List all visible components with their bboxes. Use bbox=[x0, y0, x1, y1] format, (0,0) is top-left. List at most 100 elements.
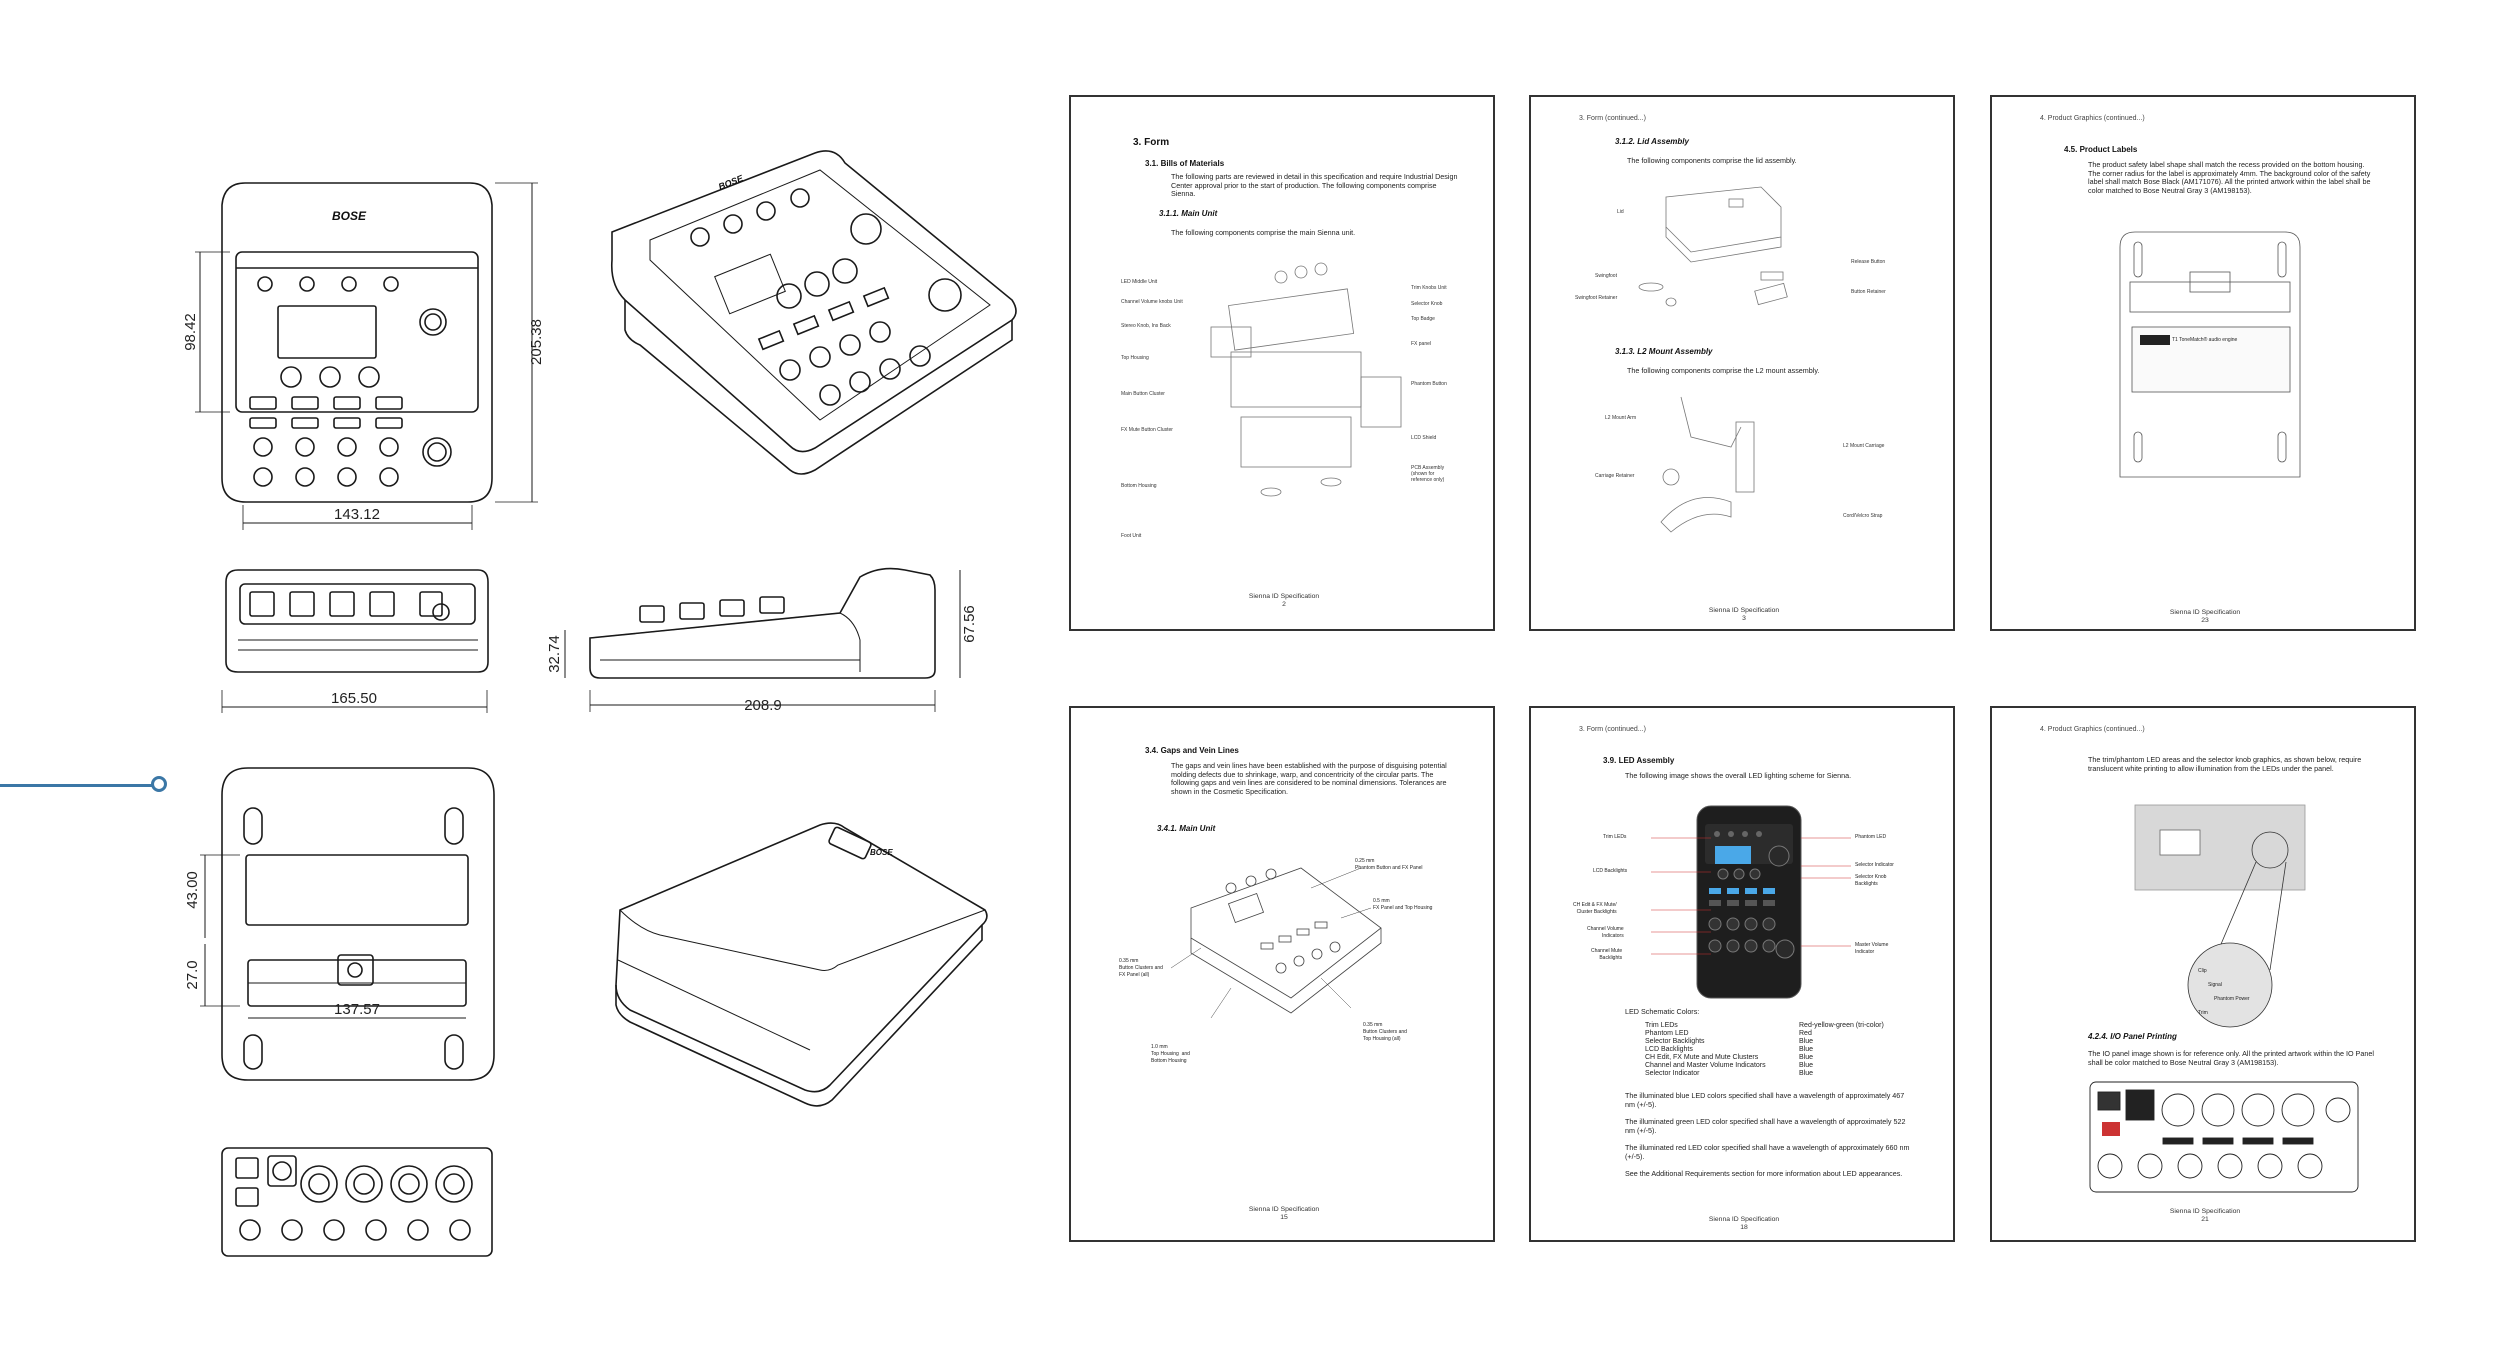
callout: Foot Unit bbox=[1121, 533, 1142, 539]
dim-front-width: 143.12 bbox=[334, 506, 380, 523]
dim-bottom-width: 137.57 bbox=[334, 1001, 380, 1018]
page-number: 2 bbox=[1282, 601, 1286, 608]
page-footer: Sienna ID Specification bbox=[2169, 609, 2241, 616]
zoom-label: Trim bbox=[2198, 1010, 2208, 1016]
top-view-drawing: BOSE bbox=[195, 182, 538, 530]
connector-line bbox=[0, 784, 158, 787]
callout: Stereo Knob, Ins Back bbox=[1121, 323, 1171, 329]
io-panel-drawing bbox=[221, 1147, 493, 1257]
isometric-view-drawing: BOSE bbox=[610, 150, 1017, 475]
callout: Bottom Housing bbox=[1121, 483, 1157, 489]
zoom-label: Clip bbox=[2198, 968, 2207, 974]
callout: FX panel bbox=[1411, 341, 1432, 347]
callout: Carriage Retainer bbox=[1595, 473, 1635, 479]
doc-page-23[interactable]: 4. Product Graphics (continued...) 4.5. … bbox=[1990, 95, 2416, 631]
callout: Selector Knob bbox=[1411, 301, 1443, 307]
page-body: The following components comprise the li… bbox=[1627, 156, 1797, 165]
callout: Swingfoot bbox=[1595, 273, 1617, 279]
page-subheading: 3.1. Bills of Materials bbox=[1145, 159, 1225, 168]
callout: Trim Knobs Unit bbox=[1411, 285, 1447, 291]
page-body: The following parts are reviewed in deta… bbox=[1171, 172, 1458, 198]
page-subheading: 3.1.2. Lid Assembly bbox=[1615, 137, 1689, 146]
side-view-drawing bbox=[564, 567, 961, 712]
logo-iso: BOSE bbox=[717, 173, 745, 192]
dim-bottom-upper: 43.00 bbox=[184, 871, 201, 909]
page-number: 15 bbox=[1280, 1214, 1288, 1221]
zoom-label: Phantom Power bbox=[2214, 996, 2250, 1002]
dim-side-front: 32.74 bbox=[546, 635, 563, 673]
page-body: The illuminated blue LED colors specifie… bbox=[1625, 1091, 1905, 1109]
page-subheading: 3.4.1. Main Unit bbox=[1157, 824, 1216, 833]
callout: Top Housing bbox=[1121, 355, 1149, 361]
led-panel-image bbox=[1696, 805, 1802, 999]
callout: Cord/Velcro Strap bbox=[1843, 513, 1883, 519]
page-footer: Sienna ID Specification bbox=[1248, 593, 1320, 600]
dim-side-depth: 208.9 bbox=[744, 697, 782, 714]
page-header: 3. Form (continued...) bbox=[1579, 115, 1646, 122]
dim-side-back: 67.56 bbox=[961, 605, 978, 643]
doc-page-21[interactable]: 4. Product Graphics (continued...) The t… bbox=[1990, 706, 2416, 1242]
exploded-view-image bbox=[1210, 262, 1402, 497]
connector-handle[interactable] bbox=[151, 776, 167, 792]
led-callout: CH Edit & FX Mute/ Cluster Backlights bbox=[1573, 902, 1617, 915]
led-callout: LCD Backlights bbox=[1593, 868, 1628, 874]
gap-callout: 0.35 mm Button Clusters and FX Panel (al… bbox=[1119, 958, 1163, 978]
page-heading: 3. Form bbox=[1133, 137, 1170, 148]
gap-callout: 0.35 mm Button Clusters and Top Housing … bbox=[1363, 1022, 1407, 1042]
page-subheading: 4.5. Product Labels bbox=[2064, 145, 2138, 154]
page-body: The product safety label shape shall mat… bbox=[2088, 160, 2371, 195]
dim-bottom-lower: 27.0 bbox=[184, 960, 201, 989]
page-body: The following image shows the overall LE… bbox=[1625, 771, 1852, 780]
label-text: T1 ToneMatch® audio engine bbox=[2172, 337, 2238, 343]
page-number: 23 bbox=[2201, 617, 2209, 624]
zoom-label: Signal bbox=[2208, 982, 2222, 988]
technical-drawings: BOSE 98.42 205.38 143.12 BOSE 165.5 bbox=[0, 0, 1040, 1359]
page-footer: Sienna ID Specification bbox=[1248, 1206, 1320, 1213]
gap-callout: 0.25 mm Phantom Button and FX Panel bbox=[1355, 858, 1423, 871]
page-body: The following components comprise the L2… bbox=[1627, 366, 1820, 375]
callout: Channel Volume knobs Unit bbox=[1121, 299, 1183, 305]
page-body: The IO panel image shown is for referenc… bbox=[2088, 1049, 2374, 1067]
page-subheading: 3.9. LED Assembly bbox=[1603, 756, 1675, 765]
led-callout: Trim LEDs bbox=[1603, 834, 1627, 840]
callout: LED Middle Unit bbox=[1121, 279, 1158, 285]
page-body: The illuminated green LED color specifie… bbox=[1625, 1117, 1906, 1135]
page-body: The gaps and vein lines have been establ… bbox=[1171, 761, 1447, 796]
lid-closed-drawing: BOSE bbox=[615, 822, 988, 1107]
page-body: The illuminated red LED color specified … bbox=[1625, 1143, 1910, 1161]
callout: L2 Mount Carriage bbox=[1843, 443, 1885, 449]
led-callout: Selector Indicator bbox=[1855, 862, 1894, 868]
page-number: 18 bbox=[1740, 1224, 1748, 1231]
callout: Lid bbox=[1617, 209, 1624, 215]
callout: Top Badge bbox=[1411, 316, 1435, 322]
page-subheading: 3.1.1. Main Unit bbox=[1159, 209, 1218, 218]
callout: Main Button Cluster bbox=[1121, 391, 1165, 397]
led-callout-lines bbox=[1651, 837, 1851, 955]
page-header: 4. Product Graphics (continued...) bbox=[2040, 726, 2145, 733]
logo-top: BOSE bbox=[332, 209, 367, 223]
rear-view-drawing bbox=[221, 569, 489, 713]
doc-page-3[interactable]: 3. Form (continued...) 3.1.2. Lid Assemb… bbox=[1529, 95, 1955, 631]
doc-page-18[interactable]: 3. Form (continued...) 3.9. LED Assembly… bbox=[1529, 706, 1955, 1242]
lid-assembly-image bbox=[1638, 186, 1788, 307]
callout: Swingfoot Retainer bbox=[1575, 295, 1618, 301]
logo-lid: BOSE bbox=[870, 848, 893, 857]
page-subheading: 3.4. Gaps and Vein Lines bbox=[1145, 746, 1239, 755]
page-header: 4. Product Graphics (continued...) bbox=[2040, 115, 2145, 122]
callout: Release Button bbox=[1851, 259, 1886, 265]
callout: Phantom Button bbox=[1411, 381, 1447, 387]
page-subheading: 4.2.4. I/O Panel Printing bbox=[2088, 1032, 2177, 1041]
led-callout: Channel Volume Indicators bbox=[1587, 926, 1624, 939]
callout: L2 Mount Arm bbox=[1605, 415, 1637, 421]
colors-title: LED Schematic Colors: bbox=[1625, 1007, 1700, 1016]
l2-mount-image bbox=[1660, 396, 1755, 533]
doc-page-2[interactable]: 3. Form 3.1. Bills of Materials The foll… bbox=[1069, 95, 1495, 631]
led-callout: Master Volume Indicator bbox=[1855, 942, 1889, 955]
page-body: The following components comprise the ma… bbox=[1171, 228, 1356, 237]
page-body: The trim/phantom LED areas and the selec… bbox=[2088, 755, 2362, 773]
page-footer: Sienna ID Specification bbox=[1708, 1216, 1780, 1223]
doc-page-15[interactable]: 3.4. Gaps and Vein Lines The gaps and ve… bbox=[1069, 706, 1495, 1242]
io-panel-print-image bbox=[2089, 1081, 2359, 1193]
bottom-view-drawing bbox=[200, 767, 495, 1081]
